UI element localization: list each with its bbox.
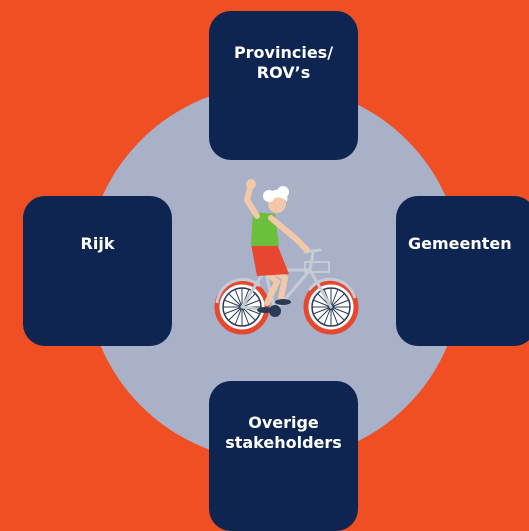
node-rijk: Rijk	[23, 196, 172, 346]
node-overige-stakeholders: Overige stakeholders	[209, 381, 358, 531]
cyclist-icon	[214, 179, 359, 335]
node-label-line-2: stakeholders	[225, 433, 342, 452]
node-label-line-1: Provincies/	[233, 43, 334, 62]
node-label-line-2: ROV’s	[256, 63, 311, 82]
node-gemeenten: Gemeenten	[396, 196, 529, 346]
node-label: Rijk	[80, 234, 115, 253]
node-label-line-1: Overige	[248, 413, 319, 432]
node-label: Gemeenten	[408, 234, 512, 253]
node-provincies-rovs: Provincies/ ROV’s	[209, 11, 358, 160]
